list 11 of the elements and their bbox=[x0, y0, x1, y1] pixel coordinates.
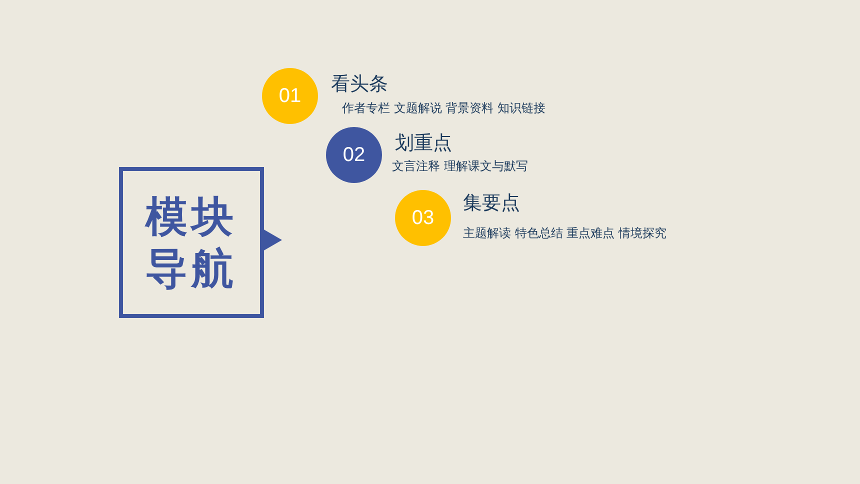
step-number: 02 bbox=[342, 144, 366, 166]
section-items: 文言注释 理解课文与默写 bbox=[392, 158, 528, 175]
step-number: 03 bbox=[412, 206, 434, 230]
section-heading: 划重点 bbox=[395, 131, 452, 156]
section-items: 主题解读 特色总结 重点难点 情境探究 bbox=[463, 225, 666, 242]
step-number: 01 bbox=[278, 84, 302, 108]
section-heading: 集要点 bbox=[463, 191, 520, 216]
title-frame bbox=[119, 167, 264, 318]
section-heading: 看头条 bbox=[331, 72, 388, 97]
section-items: 作者专栏 文题解说 背景资料 知识链接 bbox=[342, 100, 546, 117]
module-title: 模块导航 bbox=[144, 190, 238, 294]
